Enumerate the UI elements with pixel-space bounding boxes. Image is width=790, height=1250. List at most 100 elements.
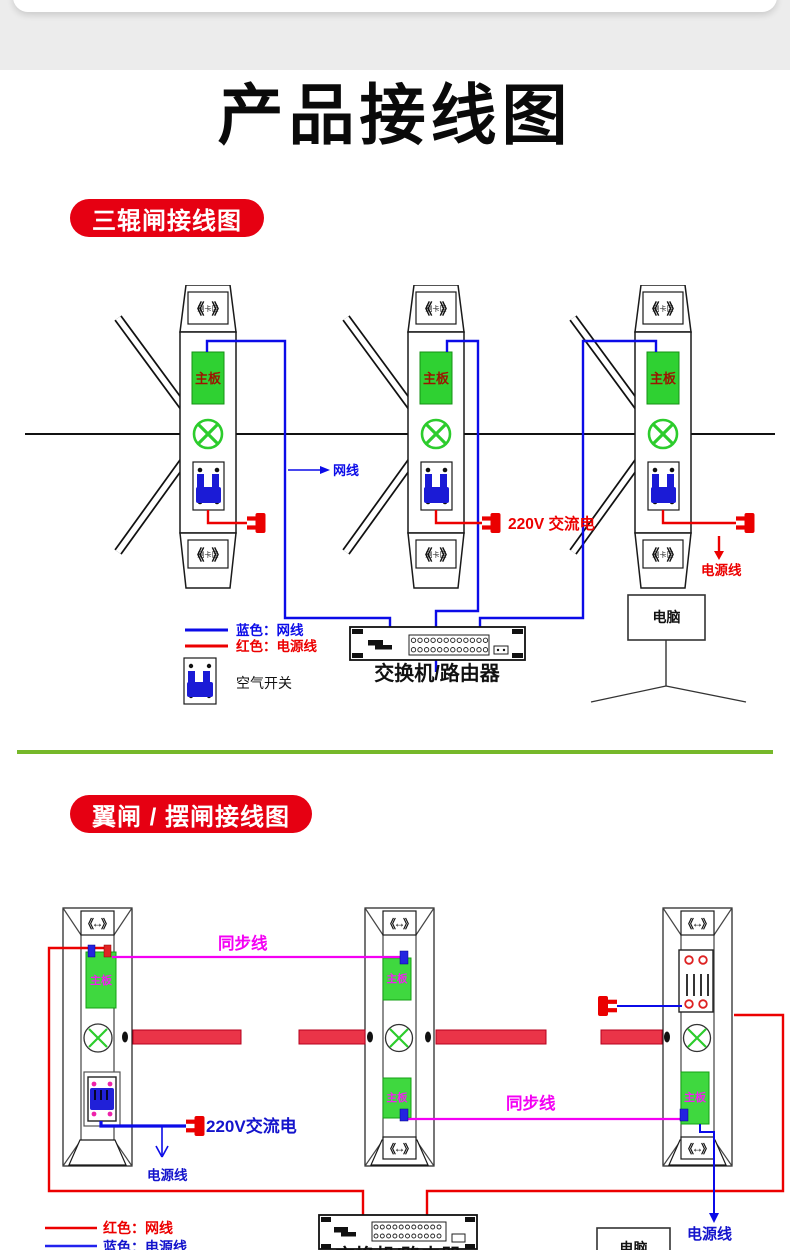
sync-line-label: 同步线 xyxy=(218,933,268,953)
card-reader-label: 刷卡区 xyxy=(198,304,219,313)
chevron-right-icon: 》 xyxy=(439,546,454,564)
mainboard-label: 主板 xyxy=(387,972,408,985)
cabinet-pedestal xyxy=(68,1139,127,1166)
ac-220v-label: 220V 交流电 xyxy=(508,514,596,533)
turnstile-device: 《 》 刷卡区 《 》 刷卡区 主板 xyxy=(634,285,692,589)
chevron-right-icon: 》 xyxy=(101,916,113,931)
mainboard-label: 主板 xyxy=(684,1090,707,1104)
turnstile-device: 《 》 刷卡区 《 》 刷卡区 主板 xyxy=(407,285,465,589)
arrow-leftright-icon: ↔ xyxy=(692,916,704,930)
arrow-right-icon xyxy=(320,466,330,474)
ethernet-ports xyxy=(410,637,489,653)
gate-arms xyxy=(122,1029,670,1045)
chevron-right-icon: 》 xyxy=(211,300,226,318)
air-switch-breaker xyxy=(420,461,453,511)
section-divider xyxy=(17,750,773,754)
chevron-left-icon: 《 xyxy=(418,546,433,564)
chevron-left-icon: 《 xyxy=(682,916,694,931)
chevron-right-icon: 》 xyxy=(439,300,454,318)
previous-card-edge xyxy=(13,0,777,12)
legend-red-label: 红色：电源线 xyxy=(236,638,317,654)
power-plug-icon xyxy=(186,1116,205,1136)
card-reader-label: 刷卡区 xyxy=(653,304,674,313)
chevron-left-icon: 《 xyxy=(418,300,433,318)
chevron-right-icon: 》 xyxy=(701,916,713,931)
mainboard-label: 主板 xyxy=(195,371,222,386)
mainboard-label: 主板 xyxy=(423,371,450,386)
arrow-leftright-icon: ↔ xyxy=(692,1141,704,1155)
tripod-turnstile-diagram: 《 》 刷卡区 《 》 刷卡区 主板 《 xyxy=(25,285,775,705)
air-switch-breaker xyxy=(192,461,225,511)
legend-blue-label: 蓝色：网线 xyxy=(236,622,304,638)
arrow-down-icon xyxy=(714,551,724,560)
power-cable-label: 电源线 xyxy=(701,562,742,578)
card-reader-label: 刷卡区 xyxy=(198,550,219,559)
power-supply-unit xyxy=(678,949,714,1013)
legend: 红色：网线 蓝色：电源线 xyxy=(45,1220,187,1250)
chevron-right-icon: 》 xyxy=(701,1141,713,1156)
power-plug-icon xyxy=(247,513,266,533)
switch-router-label: 交换机/路由器 xyxy=(374,661,501,685)
power-wires xyxy=(99,996,719,1223)
ethernet-ports xyxy=(373,1224,442,1239)
air-switch-label: 空气开关 xyxy=(236,675,292,691)
chevron-right-icon: 》 xyxy=(211,546,226,564)
mainboard xyxy=(382,1077,412,1119)
page-title: 产品接线图 xyxy=(217,78,573,152)
computer: 电脑 xyxy=(590,594,747,703)
switch-router: 交换机/路由器 xyxy=(349,626,526,685)
legend-red-label: 红色：网线 xyxy=(103,1220,173,1236)
computer-label: 电脑 xyxy=(653,609,681,625)
chevron-left-icon: 《 xyxy=(82,916,94,931)
card-reader-label: 刷卡区 xyxy=(426,550,447,559)
mainboard-label: 主板 xyxy=(387,1091,408,1104)
chevron-left-icon: 《 xyxy=(682,1141,694,1156)
net-cable-label: 网线 xyxy=(333,463,359,478)
mainboard xyxy=(85,951,117,1009)
mainboard xyxy=(419,351,453,405)
computer-label: 电脑 xyxy=(620,1240,648,1250)
arrow-leftright-icon: ↔ xyxy=(92,916,104,930)
chevron-left-icon: 《 xyxy=(384,916,396,931)
network-wires: 网线 xyxy=(205,339,658,672)
gate-cabinet: 《 ↔ 》 主板 xyxy=(62,907,133,1167)
power-cable-label: 电源线 xyxy=(687,1225,732,1243)
legend-blue-label: 蓝色：电源线 xyxy=(103,1239,187,1250)
chevron-left-icon: 《 xyxy=(384,1141,396,1156)
power-plug-icon xyxy=(482,513,501,533)
sync-line-label: 同步线 xyxy=(506,1093,556,1113)
mainboard xyxy=(191,351,225,405)
arrow-leftright-icon: ↔ xyxy=(394,1141,406,1155)
section1-badge: 三辊闸接线图 xyxy=(70,199,264,237)
mainboard-label: 主板 xyxy=(650,371,677,386)
mainboard xyxy=(382,957,412,1001)
computer: 电脑 xyxy=(596,1227,671,1250)
chevron-right-icon: 》 xyxy=(666,300,681,318)
air-switch-breaker xyxy=(83,1071,121,1127)
arrow-leftright-icon: ↔ xyxy=(394,916,406,930)
card-reader-label: 刷卡区 xyxy=(426,304,447,313)
card-reader-label: 刷卡区 xyxy=(653,550,674,559)
turnstile-device: 《 》 刷卡区 《 》 刷卡区 主板 xyxy=(179,285,237,589)
air-switch-icon xyxy=(183,657,217,705)
ac-220v-label: 220V交流电 xyxy=(206,1116,297,1136)
chevron-right-icon: 》 xyxy=(666,546,681,564)
top-gray-band xyxy=(0,0,790,70)
power-plug-icon xyxy=(598,996,617,1016)
switch-router: 交换机/路由器 xyxy=(318,1214,478,1250)
chevron-right-icon: 》 xyxy=(403,916,415,931)
chevron-left-icon: 《 xyxy=(190,546,205,564)
air-switch-breaker xyxy=(647,461,680,511)
chevron-left-icon: 《 xyxy=(645,300,660,318)
chevron-left-icon: 《 xyxy=(190,300,205,318)
chevron-right-icon: 》 xyxy=(403,1141,415,1156)
board-connectors xyxy=(87,944,689,1122)
power-cable-label: 电源线 xyxy=(147,1167,188,1183)
gate-cabinet: 《 ↔ 》 《 ↔ 》 主板 xyxy=(662,907,733,1167)
wing-swing-gate-diagram: 《 ↔ 》 主板 《 ↔ 》 xyxy=(45,907,785,1250)
mainboard xyxy=(646,351,680,405)
power-plug-icon xyxy=(736,513,755,533)
legend: 蓝色：网线 红色：电源线 空气开关 xyxy=(183,622,317,705)
gate-cabinet: 《 ↔ 》 《 ↔ 》 主板 主板 xyxy=(364,907,435,1167)
